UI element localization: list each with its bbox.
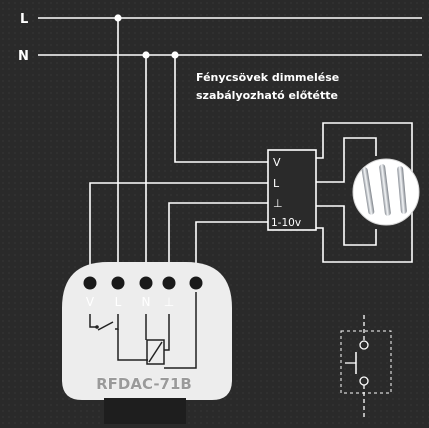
terminal-screw-ground [162, 276, 176, 290]
ballast-terminal-dim: 1-10v [271, 217, 301, 229]
caption-line-1: Fénycsövek dimmelése [196, 71, 339, 84]
internal-wire-ground [164, 314, 170, 351]
terminal-screw-l [111, 276, 125, 290]
switch-contact-dot [95, 325, 99, 329]
module-internal-schematic [89, 292, 197, 369]
module-model-name: RFDAC-71B [96, 375, 192, 393]
relay-coil-icon [146, 339, 165, 365]
terminal-screw-n [139, 276, 153, 290]
module-terminals [83, 276, 203, 290]
dimmer-module: V L N ⊥ RFDAC-71B [62, 262, 232, 424]
ballast-terminal-l: L [273, 177, 280, 190]
internal-switch-contact [97, 321, 114, 331]
internal-wire-l-to-relay [117, 329, 148, 361]
fluorescent-lamp [352, 158, 420, 226]
ballast-terminal-ground: ⊥ [273, 197, 283, 210]
caption-line-2: szabályozható előtétte [196, 89, 338, 102]
module-terminal-n-label: N [142, 295, 151, 309]
ballast-terminal-v: V [273, 156, 281, 169]
push-button-symbol [340, 315, 392, 418]
wire-module-v-to-ballast [89, 182, 268, 283]
neutral-label: N [18, 49, 29, 64]
wire-neutral-to-ballast [174, 55, 268, 163]
module-terminal-v-label: V [86, 295, 95, 309]
module-terminal-l-label: L [115, 295, 122, 309]
relay-coil-diagonal [148, 341, 163, 363]
supply-lines [38, 17, 422, 56]
tube-1 [361, 167, 375, 215]
wiring [89, 18, 413, 283]
module-base [104, 398, 186, 424]
module-body [62, 262, 232, 400]
terminal-screw-dim [189, 276, 203, 290]
internal-wire-dim [164, 292, 197, 369]
tube-3 [397, 166, 407, 214]
junction-dots [114, 14, 179, 59]
ballast: V L ⊥ 1-10v [267, 149, 317, 231]
module-terminal-ground-label: ⊥ [164, 295, 174, 309]
push-button-contact-bottom [359, 376, 369, 386]
internal-wire-v [89, 314, 97, 328]
wire-ballast-lamp-2 [316, 137, 377, 183]
push-button-frame [340, 330, 392, 394]
tube-2 [379, 164, 391, 216]
wire-module-ground-to-ballast [168, 202, 268, 283]
live-label: L [20, 12, 28, 27]
ballast-box [267, 149, 317, 231]
push-button-contact-top [359, 340, 369, 350]
terminal-screw-v [83, 276, 97, 290]
wire-ballast-lamp-3 [316, 205, 377, 246]
